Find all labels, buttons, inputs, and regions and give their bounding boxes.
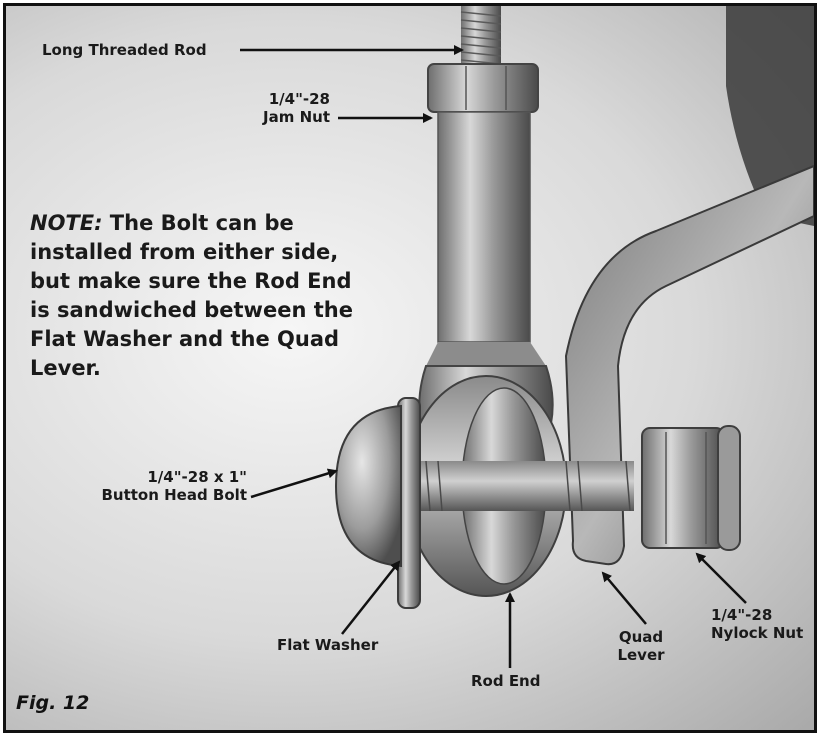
arrow-quad-lever — [601, 571, 647, 625]
note-text: The Bolt can be installed from either si… — [30, 211, 353, 380]
arrow-nylock-nut — [695, 552, 747, 604]
label-jam-nut-text: Jam Nut — [263, 108, 330, 126]
button-head-bolt — [334, 404, 402, 568]
label-jam-nut: 1/4"-28 Jam Nut — [228, 90, 330, 126]
arrow-bolt — [250, 468, 338, 499]
arrow-flat-washer — [341, 560, 401, 635]
rod-end-shaft — [437, 111, 531, 343]
installation-note: NOTE: The Bolt can be installed from eit… — [30, 209, 360, 383]
label-nylock-text: Nylock Nut — [711, 624, 804, 642]
label-quad-lever: Quad Lever — [611, 628, 671, 664]
label-lever: Lever — [617, 646, 665, 664]
long-threaded-rod — [460, 6, 502, 68]
hardware-photo — [240, 6, 814, 668]
background-shadow — [726, 6, 814, 226]
jam-nut — [427, 63, 539, 113]
label-flat-washer: Flat Washer — [277, 636, 379, 654]
label-rod-end: Rod End — [471, 672, 541, 690]
label-long-threaded-rod: Long Threaded Rod — [42, 41, 207, 59]
bolt-shank — [404, 460, 634, 512]
figure-label: Fig. 12 — [16, 692, 90, 714]
note-lead: NOTE: — [30, 211, 103, 235]
label-nylock-size: 1/4"-28 — [711, 606, 773, 624]
label-nylock-nut: 1/4"-28 Nylock Nut — [711, 606, 803, 642]
label-bolt-text: Button Head Bolt — [101, 486, 247, 504]
label-quad: Quad — [618, 628, 664, 646]
quad-lever — [564, 164, 814, 566]
label-jam-nut-size: 1/4"-28 — [268, 90, 330, 108]
nylock-nut — [641, 425, 741, 551]
label-bolt-size: 1/4"-28 x 1" — [147, 468, 247, 486]
label-button-head-bolt: 1/4"-28 x 1" Button Head Bolt — [72, 468, 247, 504]
figure-frame: Long Threaded Rod 1/4"-28 Jam Nut NOTE: … — [3, 3, 817, 733]
